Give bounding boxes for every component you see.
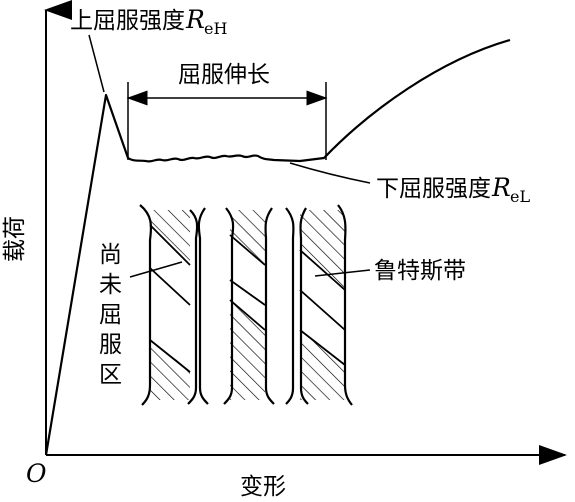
axes [44, 0, 567, 465]
svg-text:尚: 尚 [99, 242, 122, 268]
svg-text:区: 区 [99, 362, 122, 388]
luders-band-e [300, 330, 345, 400]
upper-yield-symbol: R [185, 5, 205, 34]
svg-text:服: 服 [99, 332, 122, 358]
luders-leader [314, 269, 371, 277]
specimen-right-edge [337, 204, 353, 406]
svg-text:未: 未 [99, 272, 122, 298]
luders-band-a [230, 210, 265, 265]
not-yielded-leader [129, 261, 183, 278]
y-axis-label: 载荷 [2, 216, 28, 262]
luders-band-d [150, 340, 190, 400]
load-curve [44, 38, 511, 456]
specimen-left-edge [139, 204, 153, 406]
lower-yield-label: 下屈服强度 [376, 176, 491, 202]
luders-band-top-left [150, 210, 190, 265]
lower-yield-leader [289, 162, 371, 184]
lower-yield-sub: eL [510, 187, 530, 206]
luders-band-label: 鲁特斯带 [374, 258, 466, 284]
specimen [139, 204, 353, 406]
x-axis-label: 变形 [240, 474, 286, 500]
upper-yield-label: 上屈服强度 [70, 8, 185, 34]
not-yielded-label: 尚 未 屈 服 区 [99, 242, 122, 388]
yield-elongation-label: 屈服伸长 [178, 62, 270, 88]
luders-band-c [230, 300, 265, 400]
lower-yield-symbol: R [491, 173, 511, 202]
svg-text:屈: 屈 [99, 302, 122, 328]
upper-yield-sub: eH [204, 19, 227, 38]
luders-band-b [300, 210, 345, 290]
origin-label: O [26, 459, 47, 488]
upper-yield-leader [88, 34, 105, 93]
